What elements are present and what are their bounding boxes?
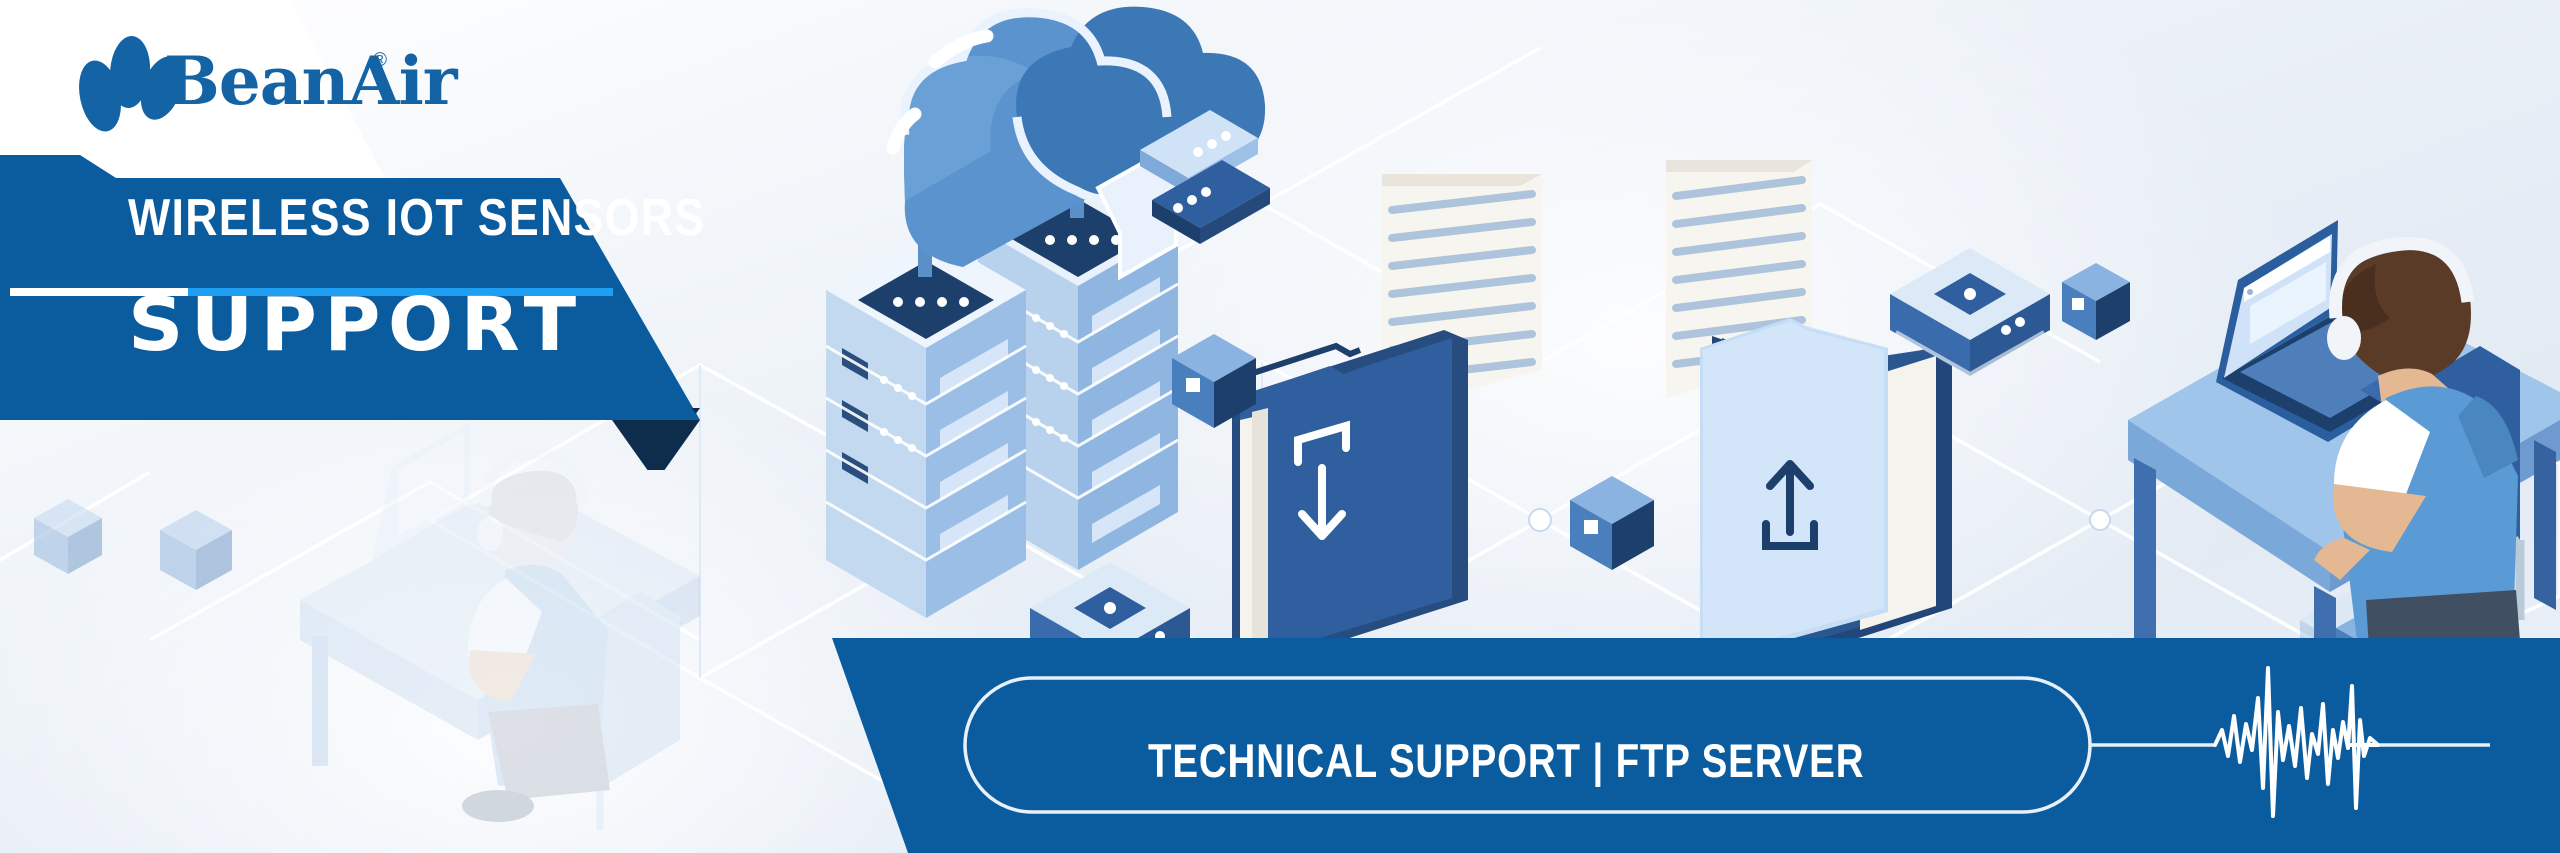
data-cube-node bbox=[34, 499, 102, 574]
document-sheet bbox=[1666, 160, 1812, 398]
brand-title-block: WIRELESS IOT SENSORS SUPPORT BeanAir ® bbox=[0, 0, 820, 470]
support-agent-at-laptop-ghost bbox=[300, 422, 700, 830]
title-band-overlay bbox=[0, 155, 700, 470]
headline-line-2: SUPPORT bbox=[128, 282, 584, 368]
registered-trademark-icon: ® bbox=[373, 50, 387, 71]
bean-leaves-logo-icon bbox=[79, 36, 184, 132]
data-cube-node bbox=[1570, 476, 1654, 570]
logo-wordmark: BeanAir bbox=[164, 42, 458, 120]
folder-download-icon bbox=[1232, 330, 1468, 668]
data-cube-node bbox=[2062, 263, 2130, 340]
chat-bubble-pair bbox=[1140, 110, 1270, 244]
footer-banner bbox=[832, 638, 2560, 853]
beanair-logo[interactable]: BeanAir ® bbox=[78, 28, 458, 140]
data-cube-node bbox=[160, 510, 232, 590]
vibration-waveform-icon bbox=[2213, 666, 2380, 818]
folder-upload-icon bbox=[1700, 318, 1952, 676]
data-cube-node bbox=[1172, 334, 1256, 428]
network-router-node bbox=[1890, 248, 2050, 377]
headline-line-1: WIRELESS IOT SENSORS bbox=[128, 189, 706, 247]
footer-caption: TECHNICAL SUPPORT | FTP SERVER bbox=[1148, 734, 1865, 787]
